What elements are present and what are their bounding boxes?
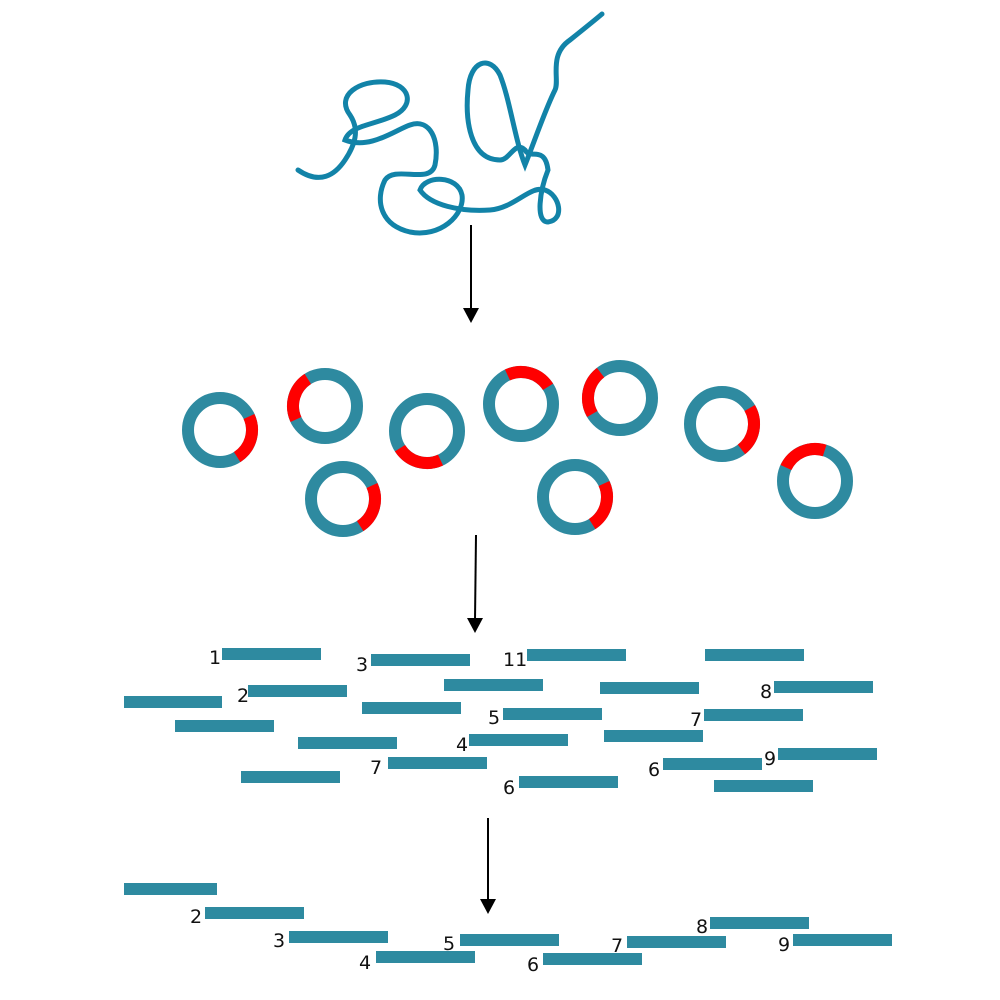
read-label: 8 bbox=[696, 916, 708, 938]
read bbox=[714, 780, 813, 792]
read-label: 5 bbox=[443, 933, 455, 955]
circular-fragment bbox=[684, 386, 760, 462]
read bbox=[388, 757, 487, 769]
read bbox=[710, 917, 809, 929]
read-label: 8 bbox=[760, 681, 772, 703]
sequencing-reads: 1 3 11 2 8 5 7 4 7 9 6 6 bbox=[124, 647, 877, 799]
arrow-head-2 bbox=[467, 618, 483, 633]
read bbox=[793, 934, 892, 946]
read bbox=[519, 776, 618, 788]
read bbox=[289, 931, 388, 943]
read bbox=[604, 730, 703, 742]
read-label: 11 bbox=[503, 649, 527, 671]
read bbox=[778, 748, 877, 760]
read bbox=[371, 654, 470, 666]
read-label: 5 bbox=[488, 707, 500, 729]
read bbox=[241, 771, 340, 783]
read bbox=[705, 649, 804, 661]
read bbox=[600, 682, 699, 694]
circular-fragment bbox=[182, 392, 258, 468]
read bbox=[124, 883, 217, 895]
read-label: 7 bbox=[690, 709, 702, 731]
arrow-head-1 bbox=[463, 308, 479, 323]
read-label: 3 bbox=[273, 930, 285, 952]
read bbox=[376, 951, 475, 963]
read-label: 7 bbox=[611, 935, 623, 957]
read bbox=[503, 708, 602, 720]
read-label: 4 bbox=[359, 952, 371, 974]
circular-fragment bbox=[305, 461, 381, 537]
arrow-down-2 bbox=[474, 534, 477, 621]
read bbox=[362, 702, 461, 714]
assembled-reads: 2 3 4 5 6 7 8 9 bbox=[124, 883, 892, 976]
read bbox=[248, 685, 347, 697]
read bbox=[124, 696, 222, 708]
read bbox=[527, 649, 626, 661]
read bbox=[460, 934, 559, 946]
read-label: 2 bbox=[190, 906, 202, 928]
circular-fragment bbox=[389, 393, 465, 469]
tangled-dna-strand bbox=[295, 11, 605, 236]
read bbox=[444, 679, 543, 691]
read bbox=[774, 681, 873, 693]
read bbox=[627, 936, 726, 948]
arrow-head-3 bbox=[480, 899, 496, 914]
read-label: 2 bbox=[237, 685, 249, 707]
circular-fragment bbox=[777, 443, 853, 519]
circular-fragment bbox=[582, 360, 658, 436]
circular-fragment bbox=[537, 459, 613, 535]
read-label: 1 bbox=[209, 647, 221, 669]
read-label: 6 bbox=[648, 759, 660, 781]
read bbox=[704, 709, 803, 721]
read-label: 6 bbox=[503, 777, 515, 799]
read-label: 6 bbox=[527, 954, 539, 976]
read-label: 3 bbox=[356, 654, 368, 676]
read bbox=[205, 907, 304, 919]
read bbox=[222, 648, 321, 660]
circular-fragment bbox=[483, 366, 559, 442]
read-label: 7 bbox=[370, 757, 382, 779]
read-label: 9 bbox=[778, 934, 790, 956]
read bbox=[663, 758, 762, 770]
read bbox=[469, 734, 568, 746]
read bbox=[298, 737, 397, 749]
read bbox=[175, 720, 274, 732]
read-label: 9 bbox=[764, 748, 776, 770]
read-label: 4 bbox=[456, 734, 468, 756]
read bbox=[543, 953, 642, 965]
circular-fragment bbox=[287, 368, 363, 444]
